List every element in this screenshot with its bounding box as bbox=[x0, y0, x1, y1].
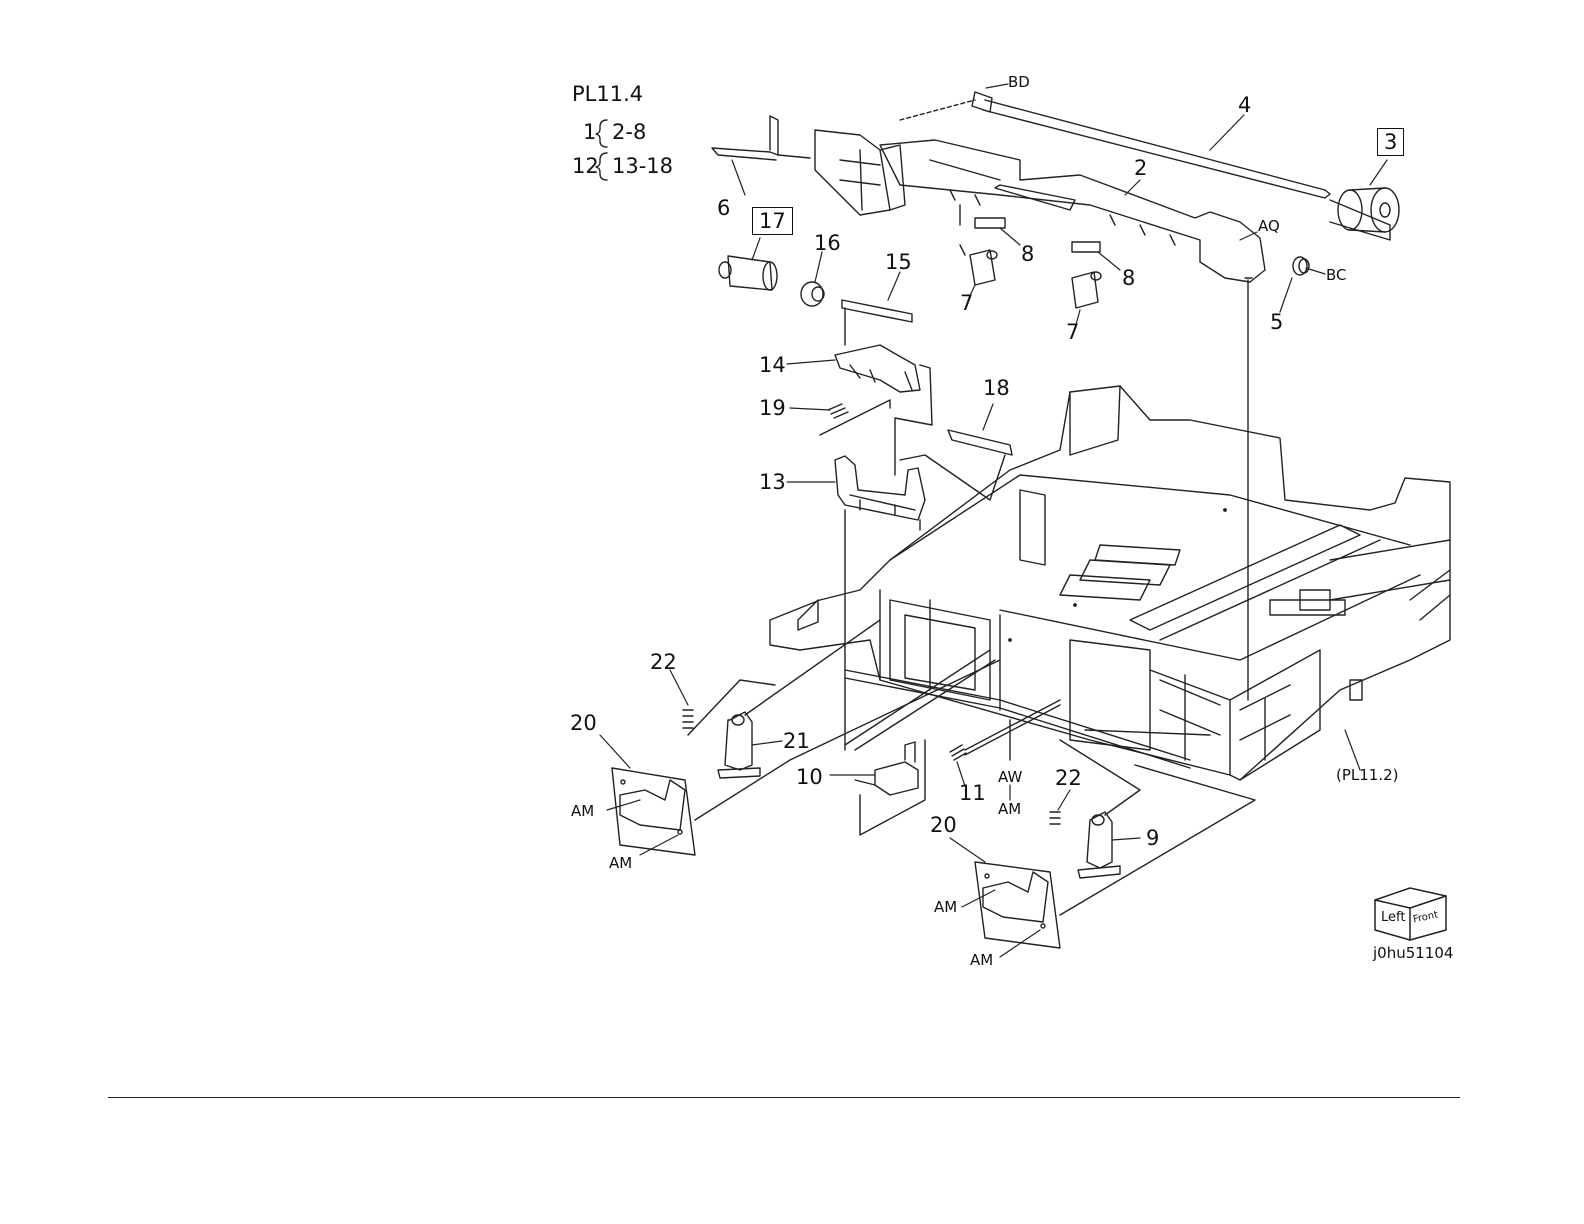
sensor-part-8-right bbox=[1072, 242, 1100, 252]
callout-20-left: 20 bbox=[570, 713, 597, 734]
parts-list-title: PL11.4 bbox=[572, 84, 643, 105]
code-am-left-1: AM bbox=[571, 804, 594, 819]
callout-6: 6 bbox=[717, 198, 730, 219]
callout-8-left: 8 bbox=[1021, 244, 1034, 265]
shaft-part-15 bbox=[842, 300, 912, 345]
orientation-left-label: Left bbox=[1381, 911, 1405, 924]
callout-9: 9 bbox=[1146, 828, 1159, 849]
feeder-frame-part-2 bbox=[880, 140, 1265, 282]
callout-10: 10 bbox=[796, 767, 823, 788]
code-aq: AQ bbox=[1258, 219, 1280, 234]
roller-part-3 bbox=[1330, 188, 1399, 240]
group-1-children: 2-8 bbox=[612, 122, 646, 143]
callout-20-right: 20 bbox=[930, 815, 957, 836]
callout-2: 2 bbox=[1134, 158, 1147, 179]
callout-22-left: 22 bbox=[650, 652, 677, 673]
sensor-part-8-left bbox=[960, 205, 1005, 255]
reference-pl11-2: (PL11.2) bbox=[1336, 768, 1399, 783]
lever-part-21 bbox=[718, 620, 880, 778]
panel-part-20-right bbox=[975, 765, 1255, 948]
roller-part-7-right bbox=[1072, 272, 1101, 308]
callout-3-box: 3 bbox=[1377, 128, 1404, 156]
callout-7-left: 7 bbox=[960, 293, 973, 314]
callout-14: 14 bbox=[759, 355, 786, 376]
holder-part-14 bbox=[835, 345, 932, 475]
callout-4: 4 bbox=[1238, 95, 1251, 116]
assembly-lines bbox=[900, 100, 1252, 760]
lever-part-9 bbox=[1060, 740, 1140, 878]
callout-18: 18 bbox=[983, 378, 1010, 399]
code-bc: BC bbox=[1326, 268, 1347, 283]
spring-part-22-left bbox=[683, 680, 775, 735]
footer-divider bbox=[108, 1097, 1460, 1098]
callout-21: 21 bbox=[783, 731, 810, 752]
code-am-left-2: AM bbox=[609, 856, 632, 871]
callout-8-right: 8 bbox=[1122, 268, 1135, 289]
callout-19: 19 bbox=[759, 398, 786, 419]
guide-part-18 bbox=[900, 430, 1012, 500]
shaft-part-4 bbox=[972, 92, 1330, 198]
code-aw: AW bbox=[998, 770, 1022, 785]
side-bracket bbox=[815, 130, 905, 215]
bracket-part-6 bbox=[712, 116, 810, 160]
callout-22-right: 22 bbox=[1055, 768, 1082, 789]
callout-5: 5 bbox=[1270, 312, 1283, 333]
code-am-mid: AM bbox=[998, 802, 1021, 817]
callout-16: 16 bbox=[814, 233, 841, 254]
callout-13: 13 bbox=[759, 472, 786, 493]
roller-part-16 bbox=[801, 282, 824, 306]
callout-15: 15 bbox=[885, 252, 912, 273]
spring-part-22-right bbox=[1050, 812, 1060, 824]
figure-id: j0hu51104 bbox=[1373, 946, 1453, 961]
roller-part-17 bbox=[719, 256, 777, 290]
roller-part-7-left bbox=[970, 250, 997, 285]
group-2-parent: 12 bbox=[572, 156, 599, 177]
code-am-right-1: AM bbox=[934, 900, 957, 915]
code-am-right-2: AM bbox=[970, 953, 993, 968]
callout-7-right: 7 bbox=[1066, 322, 1079, 343]
code-bd: BD bbox=[1008, 75, 1030, 90]
callout-11: 11 bbox=[959, 783, 986, 804]
group-2-children: 13-18 bbox=[612, 156, 673, 177]
group-1-parent: 1 bbox=[583, 122, 596, 143]
bearing-part-5 bbox=[1293, 257, 1309, 275]
actuator-part-10 bbox=[860, 740, 925, 835]
callout-17-box: 17 bbox=[752, 207, 793, 235]
spring-part-19 bbox=[820, 400, 890, 435]
